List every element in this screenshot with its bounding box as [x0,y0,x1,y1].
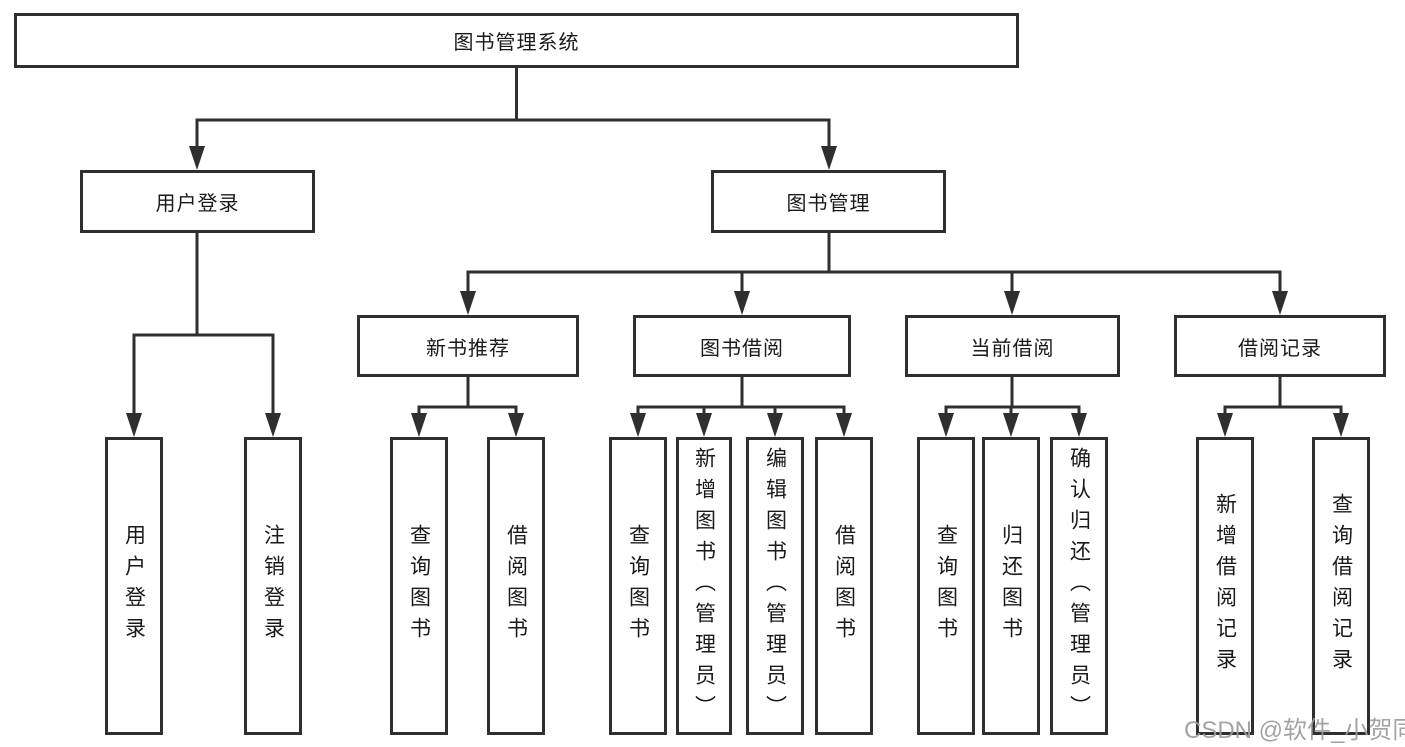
leaf-label: 注销登录 [261,524,285,648]
leaf-label: 查询图书 [934,524,958,648]
leaf-add-borrow-record: 新增借阅记录 [1196,437,1254,735]
node-book-borrowing: 图书借阅 [633,315,851,377]
node-label: 当前借阅 [970,337,1055,360]
leaf-label: 新增借阅记录 [1213,493,1237,679]
leaf-borrow-books: 借阅图书 [815,437,873,735]
leaf-label: 用户登录 [122,524,146,648]
leaf-label: 查询图书 [626,524,650,648]
arrowhead-icons [126,146,1349,437]
leaf-query-books-recommend: 查询图书 [390,437,448,735]
leaf-query-books-current: 查询图书 [917,437,975,735]
tree-connector-lines [132,68,1343,414]
leaf-label: 新增图书（管理员） [692,446,716,726]
node-library-management-system: 图书管理系统 [14,13,1019,68]
leaf-edit-book-admin: 编辑图书（管理员） [746,437,804,735]
leaf-confirm-return-admin: 确认归还（管理员） [1050,437,1108,735]
watermark-csdn: CSDN @软件_小贺同学 [1184,717,1405,744]
leaf-logout: 注销登录 [244,437,302,735]
leaf-borrow-books-recommend: 借阅图书 [487,437,545,735]
leaf-label: 查询图书 [407,524,431,648]
leaf-label: 查询借阅记录 [1329,493,1353,679]
leaf-user-login: 用户登录 [105,437,163,735]
node-label: 图书管理 [786,193,871,215]
leaf-label: 确认归还（管理员） [1067,446,1091,726]
node-new-book-recommendation: 新书推荐 [357,315,579,377]
node-label: 新书推荐 [426,337,510,360]
node-current-borrowing: 当前借阅 [905,315,1120,377]
leaf-query-borrow-record: 查询借阅记录 [1312,437,1370,735]
node-label: 图书管理系统 [453,32,580,54]
leaf-label: 编辑图书（管理员） [763,446,787,726]
node-user-login: 用户登录 [80,170,315,233]
leaf-label: 借阅图书 [832,524,856,648]
leaf-add-book-admin: 新增图书（管理员） [676,437,732,735]
node-label: 借阅记录 [1238,337,1322,360]
leaf-query-books-borrow: 查询图书 [609,437,667,735]
leaf-label: 归还图书 [999,524,1023,648]
node-book-management: 图书管理 [711,170,946,233]
leaf-return-books: 归还图书 [982,437,1040,735]
leaf-label: 借阅图书 [504,524,528,648]
node-label: 用户登录 [155,193,240,215]
node-label: 图书借阅 [700,337,784,360]
node-borrowing-records: 借阅记录 [1174,315,1386,377]
